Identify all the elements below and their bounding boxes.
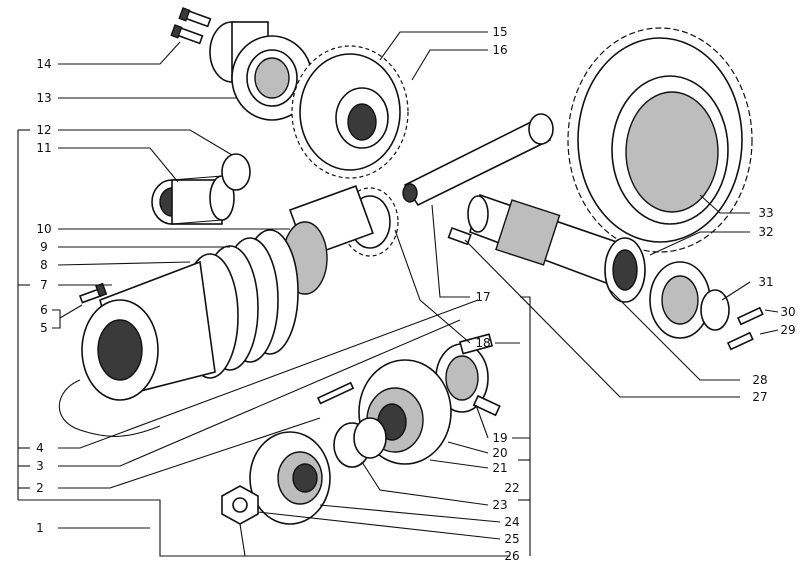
callout-3: 3: [36, 459, 44, 473]
callout-30: 30: [780, 305, 795, 319]
bearing-13: [209, 21, 313, 121]
loop-4: [58, 379, 161, 437]
callout-28: 28: [752, 373, 767, 387]
leader-lines: [17, 31, 779, 557]
housing-assembly: [81, 229, 299, 401]
bearing-28: [604, 237, 730, 339]
callout-15: 15: [492, 25, 507, 39]
callout-8: 8: [40, 258, 48, 272]
nut-25-hole: [232, 497, 248, 513]
callout-1: 1: [36, 521, 44, 535]
callout-13: 13: [36, 91, 51, 105]
bushing-11: [151, 153, 251, 225]
callout-16: 16: [492, 43, 507, 57]
callout-11: 11: [36, 141, 51, 155]
callout-17: 17: [475, 290, 490, 304]
output-flange-24: [249, 431, 331, 525]
callout-14: 14: [36, 57, 51, 71]
washers-23: [333, 417, 387, 468]
bolt-pair-right: [726, 306, 764, 351]
pinion-gear-10: [282, 185, 399, 295]
callout-2: 2: [36, 481, 44, 495]
callout-23: 23: [492, 498, 507, 512]
callout-26: 26: [504, 549, 519, 563]
callout-32: 32: [758, 225, 773, 239]
callout-12: 12: [36, 123, 51, 137]
callout-25: 25: [504, 532, 519, 546]
callout-22: 22: [504, 481, 519, 495]
long-bolt-3: [316, 381, 355, 405]
bearing-19: [435, 333, 501, 417]
callout-10: 10: [36, 222, 51, 236]
callout-4: 4: [36, 441, 44, 455]
callout-20: 20: [492, 446, 507, 460]
callout-18: 18: [475, 336, 490, 350]
callout-27: 27: [752, 390, 767, 404]
splined-shaft-16: [402, 113, 554, 207]
callout-21: 21: [492, 461, 507, 475]
callout-33: 33: [758, 206, 773, 220]
callout-6: 6: [40, 303, 48, 317]
callout-5: 5: [40, 321, 48, 335]
callout-31: 31: [758, 275, 773, 289]
callout-labels: 1 2 3 4 5 6 7 8 9 10 11 12 13 14 15 16 1…: [36, 25, 795, 563]
callout-7: 7: [40, 278, 48, 292]
callout-29: 29: [780, 323, 795, 337]
callout-9: 9: [40, 240, 48, 254]
bevel-gear-15: [291, 45, 409, 179]
ring-gear-33: [567, 27, 753, 253]
bolt-pair-top: [170, 7, 212, 45]
callout-19: 19: [492, 431, 507, 445]
callout-24: 24: [504, 515, 519, 529]
